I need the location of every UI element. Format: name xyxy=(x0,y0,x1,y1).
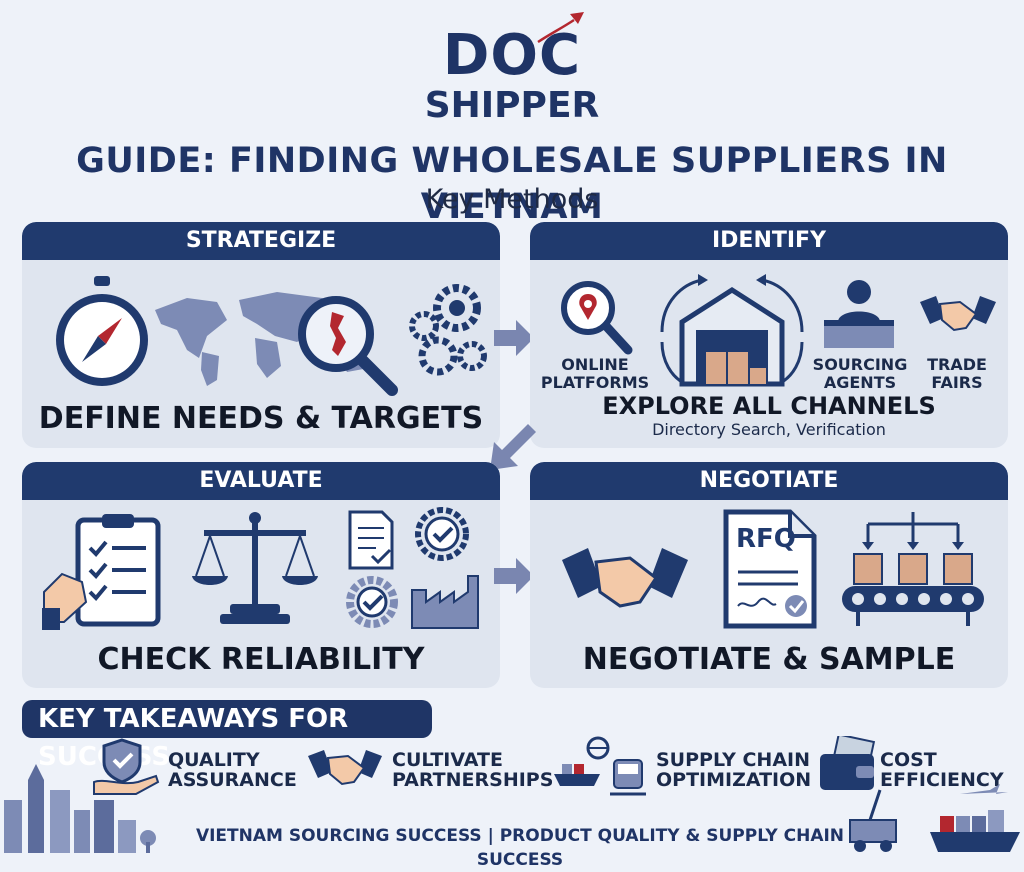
wallet-icon xyxy=(820,736,876,790)
logo-doc: DOC xyxy=(442,23,582,88)
compass-icon xyxy=(56,276,148,386)
plane-icon xyxy=(537,12,584,44)
page-title: GUIDE: FINDING WHOLESALE SUPPLIERS IN VI… xyxy=(76,141,948,227)
panel-negotiate: NEGOTIATE RFQ NEGOTIATE xyxy=(530,462,1008,688)
panel-header-strategize: STRATEGIZE xyxy=(22,222,500,260)
supply-chain-icon xyxy=(554,736,646,796)
checklist-clipboard-icon xyxy=(42,514,161,630)
handshake-icon xyxy=(920,296,996,332)
arrow-right-icon-2 xyxy=(494,558,534,594)
balance-scale-icon xyxy=(192,512,318,624)
logo-shipper: SHIPPER xyxy=(424,85,600,126)
location-search-icon xyxy=(561,281,633,355)
conveyor-samples-icon xyxy=(842,512,984,626)
identify-sub-text: Directory Search, Verification xyxy=(652,420,886,439)
panel-evaluate: EVALUATE xyxy=(22,462,500,688)
evaluate-main-text: CHECK RELIABILITY xyxy=(97,642,425,677)
takeaways-title: KEY TAKEAWAYS FOR SUCCESS xyxy=(22,700,432,772)
panel-header-identify: IDENTIFY xyxy=(530,222,1008,260)
arrow-down-left-icon xyxy=(490,424,536,470)
negotiate-main-text: NEGOTIATE & SAMPLE xyxy=(582,642,956,677)
strategize-main-text: DEFINE NEEDS & TARGETS xyxy=(38,401,484,436)
gears-icon xyxy=(409,284,487,376)
port-logistics-icon xyxy=(849,784,1020,852)
quality-shield-icon xyxy=(93,738,160,795)
panel-strategize: STRATEGIZE DEFINE NEEDS & TARGETS xyxy=(22,222,500,448)
rfq-document-icon xyxy=(723,509,817,629)
city-skyline-icon xyxy=(4,764,156,853)
panel-header-negotiate: NEGOTIATE xyxy=(530,462,1008,500)
negotiate-handshake-icon xyxy=(562,548,688,608)
arrow-right-icon xyxy=(494,320,534,356)
sourcing-agent-icon xyxy=(824,280,894,348)
identify-main-text: EXPLORE ALL CHANNELS xyxy=(602,392,936,420)
page-subtitle: Key Methods xyxy=(425,184,599,215)
warehouse-icon xyxy=(660,274,804,387)
partnership-handshake-icon xyxy=(308,750,382,786)
footer-text: VIETNAM SOURCING SUCCESS | PRODUCT QUALI… xyxy=(195,826,845,870)
magnifier-vietnam-icon xyxy=(298,296,398,396)
verification-icons xyxy=(346,507,479,629)
rfq-label: RFQ xyxy=(736,524,796,554)
panel-header-evaluate: EVALUATE xyxy=(22,462,500,500)
